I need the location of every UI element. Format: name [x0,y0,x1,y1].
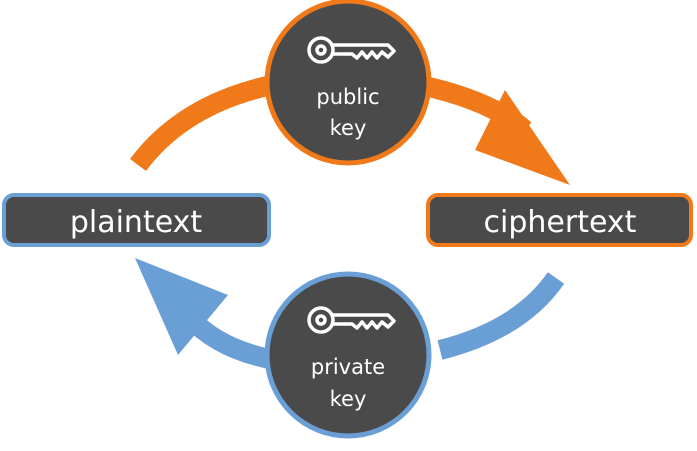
ciphertext-label: ciphertext [484,205,637,240]
plaintext-label: plaintext [70,205,203,240]
key-icon [307,36,396,64]
public-key-label-line1: public [316,85,379,109]
decrypt-arc-right [437,272,565,360]
private-key-node: private key [264,271,432,439]
key-icon [307,306,396,334]
plaintext-box: plaintext [2,193,271,247]
public-key-node: public key [264,0,432,166]
encrypt-arrowhead [475,90,570,185]
decrypt-arrowhead [135,258,228,355]
public-key-label-line2: key [330,116,367,140]
private-key-label-line2: key [330,387,367,411]
ciphertext-box: ciphertext [426,193,693,247]
private-key-label-line1: private [311,355,385,379]
